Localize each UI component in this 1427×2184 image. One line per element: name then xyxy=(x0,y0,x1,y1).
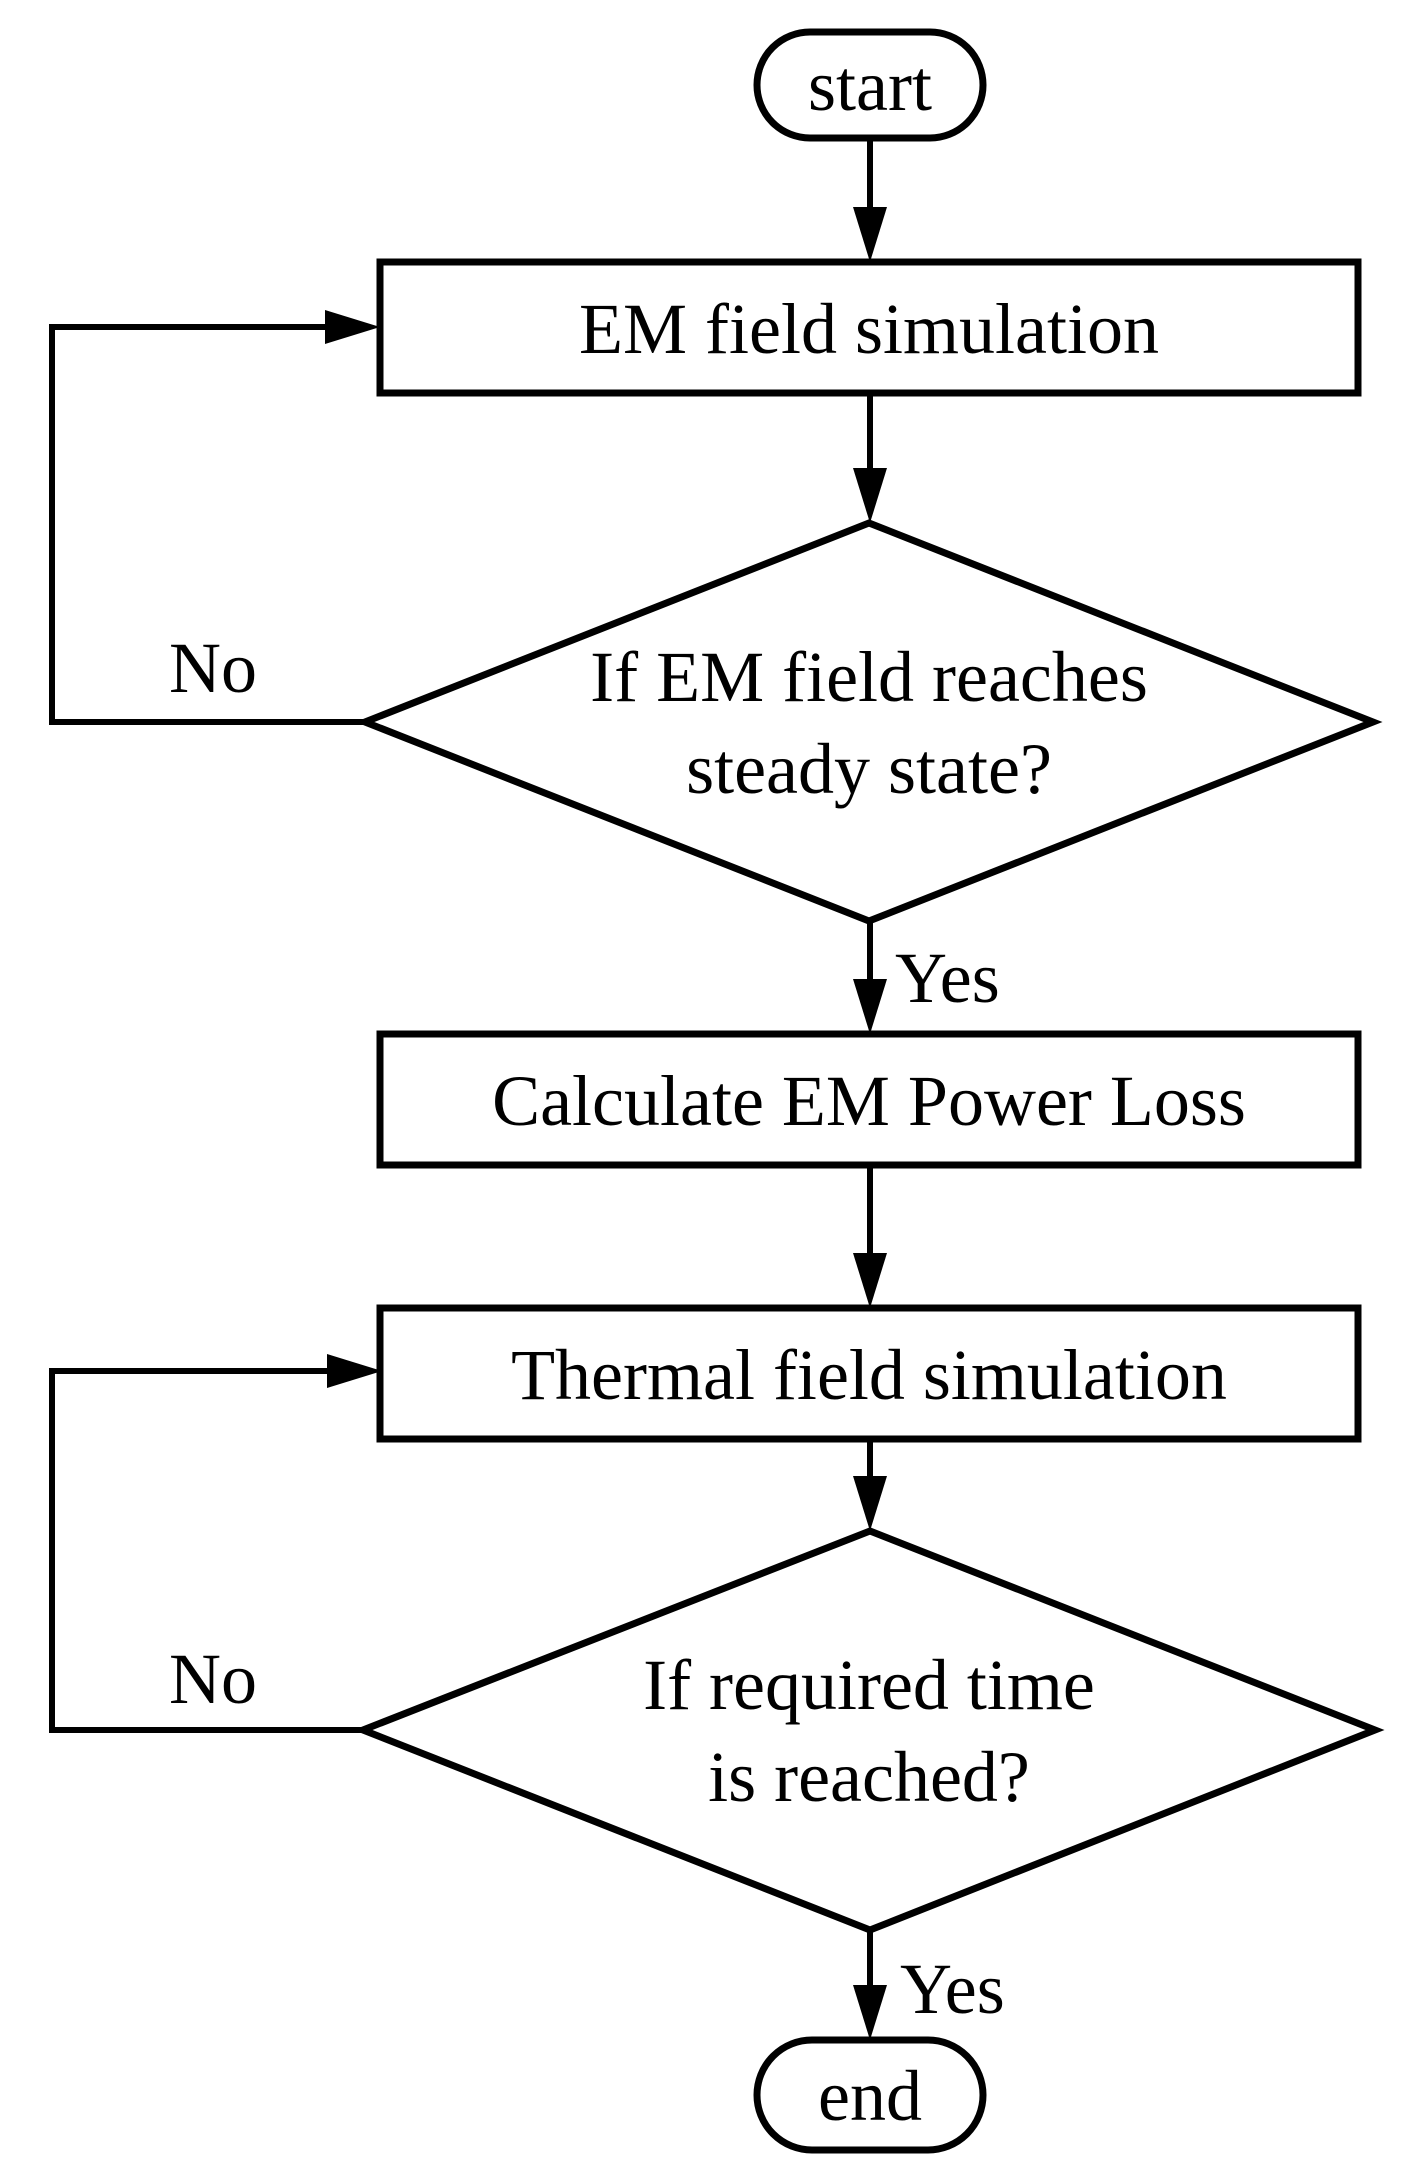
arrowhead-down-icon xyxy=(853,1476,887,1531)
thermal-simulation-label: Thermal field simulation xyxy=(511,1335,1227,1415)
edge-label-no-time: No xyxy=(169,1639,257,1719)
calculate-loss-box: Calculate EM Power Loss xyxy=(376,1030,1362,1169)
no-loop-time xyxy=(49,1354,382,1733)
arrow-calculate-to-thermal xyxy=(853,1165,887,1308)
time-decision-line2: is reached? xyxy=(708,1737,1030,1817)
time-decision-diamond: If required time is reached? xyxy=(353,1527,1385,1934)
thermal-simulation-box: Thermal field simulation xyxy=(376,1304,1362,1443)
em-steady-decision-diamond: If EM field reaches steady state? xyxy=(355,519,1383,925)
start-label: start xyxy=(808,46,932,126)
edge-label-yes-time: Yes xyxy=(900,1949,1005,2029)
arrow-em-simulation-to-decision xyxy=(853,393,887,523)
arrowhead-down-icon xyxy=(853,1985,887,2040)
calculate-loss-label: Calculate EM Power Loss xyxy=(492,1061,1246,1141)
arrowhead-down-icon xyxy=(853,1253,887,1308)
edge-label-yes-em: Yes xyxy=(895,938,1000,1018)
arrowhead-down-icon xyxy=(853,207,887,262)
arrow-start-to-em-simulation xyxy=(853,138,887,262)
em-steady-decision-line1: If EM field reaches xyxy=(590,637,1148,717)
time-decision-line1: If required time xyxy=(643,1645,1095,1725)
no-loop-em xyxy=(49,310,380,725)
arrow-decision-to-calculate xyxy=(853,921,887,1034)
arrow-decision-to-end xyxy=(853,1930,887,2040)
arrowhead-down-icon xyxy=(853,468,887,523)
arrowhead-right-icon xyxy=(327,1354,382,1388)
arrowhead-down-icon xyxy=(853,979,887,1034)
em-simulation-label: EM field simulation xyxy=(579,289,1159,369)
start-node: start xyxy=(753,28,987,142)
end-node: end xyxy=(753,2036,987,2154)
arrow-thermal-to-decision xyxy=(853,1439,887,1531)
edge-label-no-em: No xyxy=(169,628,257,708)
em-simulation-box: EM field simulation xyxy=(376,258,1362,397)
em-steady-decision-line2: steady state? xyxy=(686,729,1052,809)
end-label: end xyxy=(818,2056,922,2136)
arrowhead-right-icon xyxy=(325,310,380,344)
